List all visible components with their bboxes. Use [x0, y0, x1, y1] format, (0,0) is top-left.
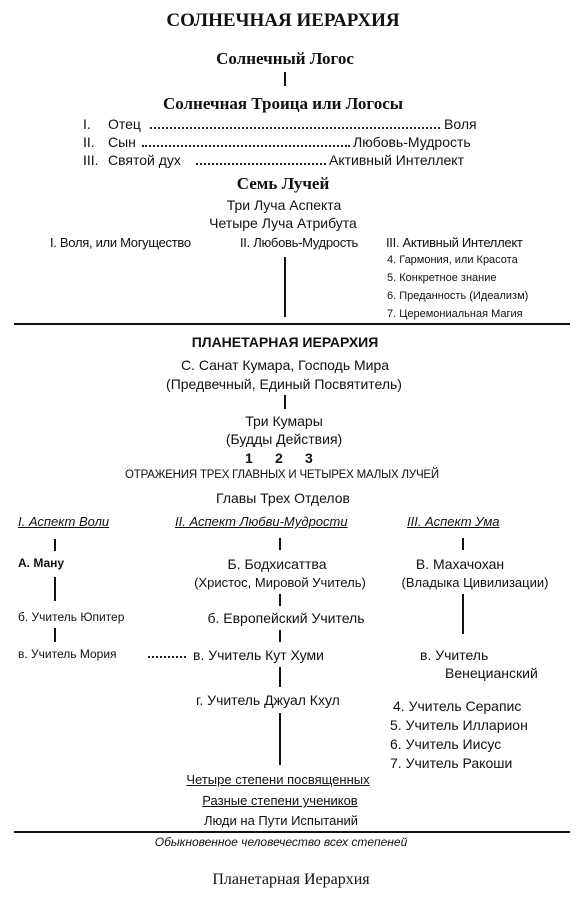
master-jesus: 6. Учитель Иисус: [390, 736, 502, 752]
connector-line: [279, 630, 281, 642]
ray-2: II. Любовь-Мудрость: [240, 235, 359, 250]
master-hilarion: 5. Учитель Илларион: [390, 717, 528, 733]
rays-aspect: Три Луча Аспекта: [226, 197, 342, 213]
connector-line: [279, 667, 281, 687]
probationary-path: Люди на Пути Испытаний: [203, 813, 359, 828]
dotted-leader: [196, 163, 326, 165]
ray-5: 5. Конкретное знание: [387, 272, 497, 284]
master-jupiter: б. Учитель Юпитер: [18, 610, 125, 624]
kumara-number: 1: [245, 450, 253, 466]
connector-line: [54, 539, 56, 551]
connector-line: [279, 538, 281, 550]
connector-line: [462, 538, 464, 550]
master-venetian-name: Венецианский: [445, 665, 538, 681]
trinity-3-num: III.: [83, 152, 99, 168]
master-serapis: 4. Учитель Серапис: [393, 698, 522, 714]
connector-line: [54, 577, 56, 601]
trinity-2-num: II.: [83, 134, 95, 150]
master-djwhal-khul: г. Учитель Джуал Кхул: [196, 692, 340, 708]
figure-caption: Планетарная Иерархия: [212, 871, 370, 888]
bodhisattva-subtitle: (Христос, Мировой Учитель): [194, 575, 366, 590]
bottom-divider: [14, 831, 570, 833]
kumaras-subtitle: (Будды Действия): [225, 431, 343, 447]
aspect-love-wisdom: II. Аспект Любви-Мудрости: [175, 514, 348, 529]
section-divider: [14, 323, 570, 325]
trinity-1-num: I.: [83, 116, 91, 132]
trinity-3-name: Святой дух: [108, 152, 181, 168]
connector-line: [284, 395, 286, 409]
department-heads: Главы Трех Отделов: [216, 490, 350, 506]
ordinary-humanity: Обыкновенное человечество всех степеней: [154, 835, 408, 849]
mahachohan: В. Махачохан: [415, 556, 505, 572]
trinity-2-name: Сын: [108, 134, 136, 150]
european-master: б. Европейский Учитель: [207, 610, 365, 626]
ray-3: III. Активный Интеллект: [386, 235, 523, 250]
aspect-intelligence: III. Аспект Ума: [407, 514, 500, 529]
trinity-1-attr: Воля: [444, 116, 477, 132]
ray-1: I. Воля, или Могущество: [50, 235, 191, 250]
solar-trinity-title: Солнечная Троица или Логосы: [162, 94, 404, 113]
connector-line: [54, 628, 56, 642]
connector-line: [284, 257, 286, 317]
ray-6: 6. Преданность (Идеализм): [387, 290, 529, 302]
planetary-hierarchy-title: ПЛАНЕТАРНАЯ ИЕРАРХИЯ: [191, 334, 379, 350]
disciples-degrees: Разные степени учеников: [202, 793, 358, 808]
sanat-kumara: С. Санат Кумара, Господь Мира: [180, 357, 390, 373]
connector-line: [279, 594, 281, 606]
trinity-1-name: Отец: [108, 116, 141, 132]
connector-line: [462, 594, 464, 634]
master-venetian: в. Учитель: [420, 647, 489, 663]
bodhisattva: Б. Бодхисаттва: [227, 556, 327, 572]
rays-attribute: Четыре Луча Атрибута: [209, 215, 357, 231]
dotted-leader: [142, 145, 350, 147]
connector-line: [284, 72, 286, 86]
master-rakoczi: 7. Учитель Ракоши: [390, 755, 513, 771]
dotted-leader: [150, 127, 440, 129]
aspect-will: I. Аспект Воли: [18, 514, 110, 529]
solar-hierarchy-title: СОЛНЕЧНАЯ ИЕРАРХИЯ: [166, 10, 400, 31]
ray-7: 7. Церемониальная Магия: [387, 308, 523, 320]
three-kumaras: Три Кумары: [245, 413, 323, 429]
kumara-number: 2: [275, 450, 283, 466]
master-morya: в. Учитель Мория: [18, 647, 117, 661]
kumara-number: 3: [305, 450, 313, 466]
mahachohan-subtitle: (Владыка Цивилизации): [401, 575, 549, 590]
dotted-leader: [148, 656, 186, 658]
ray-4: 4. Гармония, или Красота: [387, 254, 518, 266]
connector-line: [279, 713, 281, 765]
initiates-degrees: Четыре степени посвященных: [186, 772, 370, 787]
manu: А. Ману: [18, 556, 65, 570]
trinity-3-attr: Активный Интеллект: [329, 152, 464, 168]
rays-title: Семь Лучей: [236, 174, 330, 193]
trinity-2-attr: Любовь-Мудрость: [353, 134, 471, 150]
sanat-kumara-subtitle: (Предвечный, Единый Посвятитель): [166, 376, 402, 392]
solar-logos: Солнечный Логос: [216, 49, 354, 68]
rays-reflection: ОТРАЖЕНИЯ ТРЕХ ГЛАВНЫХ И ЧЕТЫРЕХ МАЛЫХ Л…: [125, 469, 439, 481]
master-koot-hoomi: в. Учитель Кут Хуми: [193, 647, 324, 663]
